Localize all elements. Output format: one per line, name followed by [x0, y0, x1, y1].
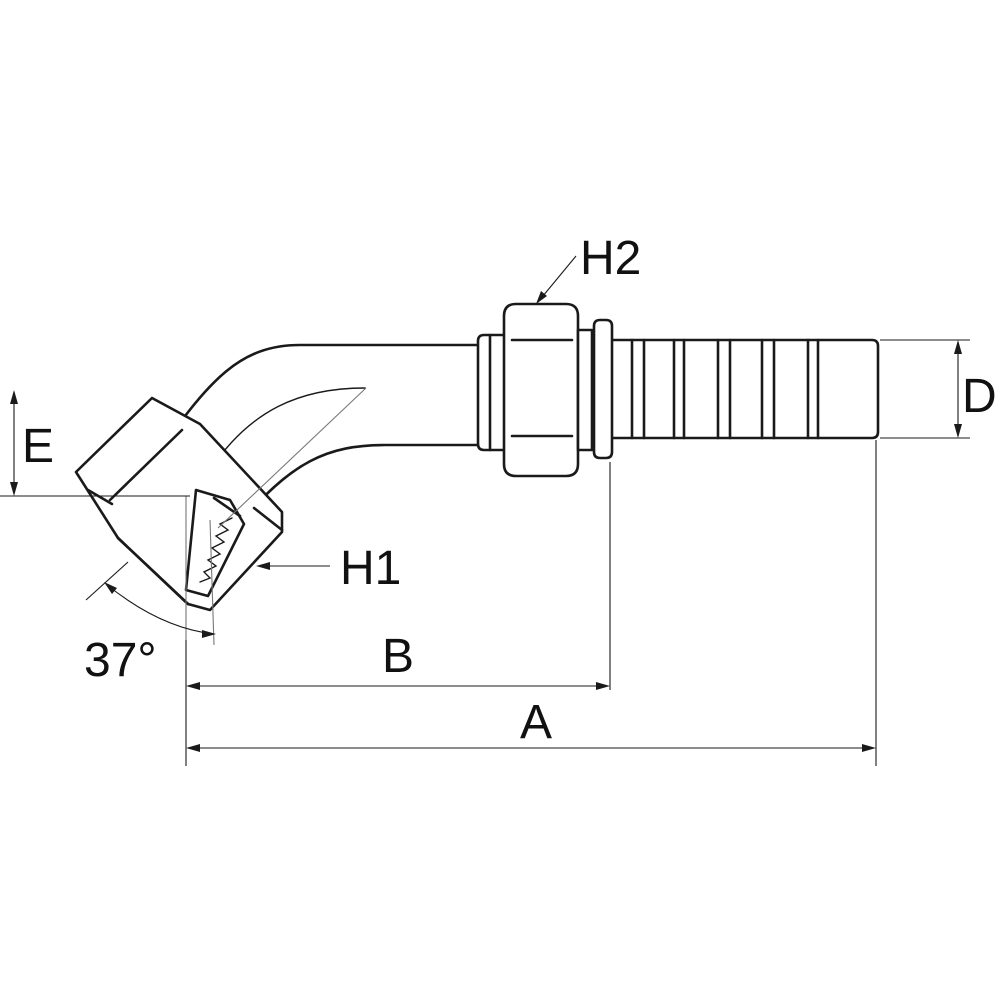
h2-leader [536, 255, 577, 304]
label-h2: H2 [580, 232, 641, 285]
centre-lines [185, 387, 367, 646]
label-e: E [22, 420, 54, 473]
tube-shoulder [476, 333, 510, 452]
hex-nut-h2 [502, 302, 594, 478]
angle-arc [85, 561, 216, 638]
h1-leader [256, 562, 330, 570]
label-angle: 37° [84, 634, 157, 687]
label-d: D [962, 370, 997, 423]
dimension-d [880, 339, 970, 439]
dimension-e [0, 390, 190, 497]
label-a: A [520, 696, 552, 749]
dimension-a [186, 440, 877, 766]
label-b: B [382, 630, 414, 683]
hose-tail [592, 318, 880, 460]
dimension-b [185, 462, 611, 766]
label-h1: H1 [340, 542, 401, 595]
